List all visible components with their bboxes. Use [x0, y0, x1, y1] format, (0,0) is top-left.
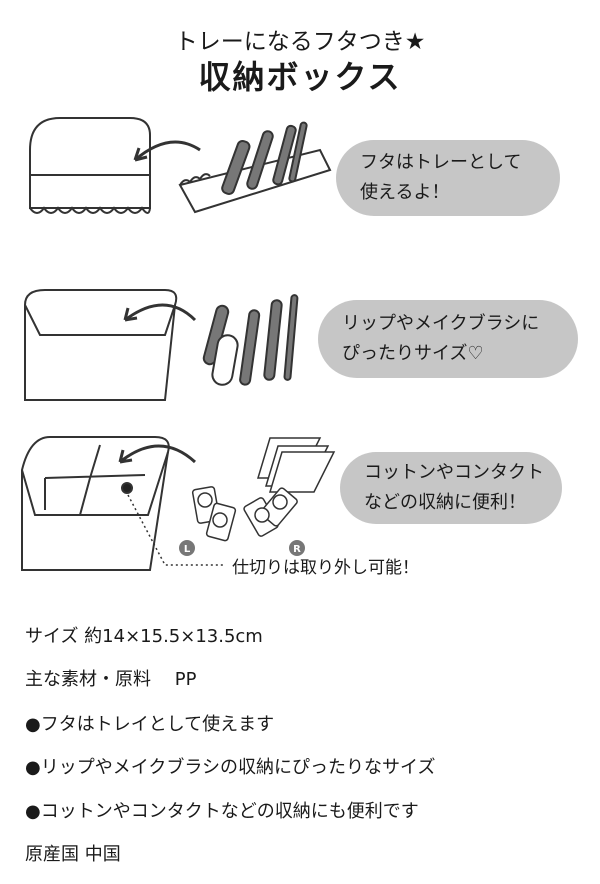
divided-box-illustration [20, 436, 170, 571]
speech-bubble-lid: フタはトレーとして 使えるよ！ [336, 140, 560, 216]
left-lens-badge [179, 540, 195, 556]
product-subtitle: トレーになるフタつき★ [174, 29, 426, 55]
cotton-pads-illustration [256, 437, 336, 493]
bubble-text: などの収納に便利！ [364, 492, 526, 513]
left-lens-label: L [184, 544, 191, 555]
right-lens-badge [289, 540, 305, 556]
arrow-icon [134, 140, 201, 162]
speech-bubble-brushes: リップやメイクブラシに ぴったりサイズ♡ [318, 300, 578, 378]
bubble-text: コットンやコンタクト [364, 462, 544, 483]
box-illustration [23, 289, 178, 401]
spec-feature: ●フタはトレイとして使えます [25, 714, 275, 735]
bubble-text: ぴったりサイズ♡ [342, 343, 484, 364]
right-lens-label: R [293, 544, 301, 555]
spec-size: サイズ 約14×15.5×13.5cm [25, 626, 263, 647]
arrow-icon [119, 444, 197, 464]
lid-illustration [29, 117, 151, 214]
bubble-text: フタはトレーとして [360, 152, 522, 173]
tray-illustration [178, 121, 332, 214]
spec-material: 主な素材・原料 PP [25, 669, 197, 690]
dotted-leader [127, 494, 225, 566]
bubble-text: 使えるよ！ [360, 182, 450, 203]
contact-lenses-illustration [191, 486, 298, 542]
divider-note: 仕切りは取り外し可能！ [232, 558, 419, 578]
spec-origin: 原産国 中国 [25, 844, 121, 865]
speech-bubble-cotton: コットンやコンタクト などの収納に便利！ [340, 452, 562, 524]
product-illustrations: L R [20, 117, 336, 571]
bubble-text: リップやメイクブラシに [342, 313, 540, 334]
spec-feature: ●コットンやコンタクトなどの収納にも便利です [25, 801, 419, 822]
product-title: 収納ボックス [198, 58, 402, 96]
spec-feature: ●リップやメイクブラシの収納にぴったりなサイズ [25, 757, 436, 778]
brushes-illustration [202, 294, 299, 386]
arrow-icon [124, 303, 197, 322]
